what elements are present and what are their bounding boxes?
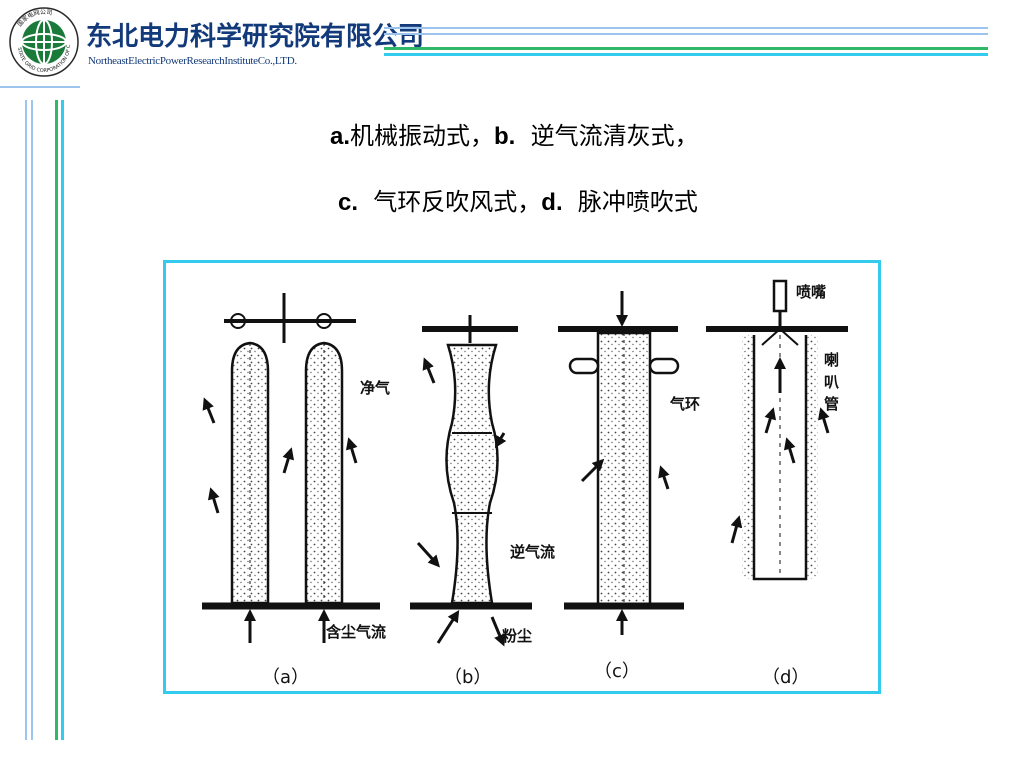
filter-bag (304, 341, 344, 605)
caption-line-2: c. 气环反吹风式，d. 脉冲喷吹式 (338, 182, 698, 217)
diagram-d-pulse-jet: 喷嘴 喇 叭 管 （d） (706, 279, 848, 688)
sub-label-d: （d） (762, 667, 809, 688)
company-logo: 国家电网公司 STATE GRID CORPORATION OF CHINA (6, 2, 80, 78)
venturi-horn (761, 327, 799, 346)
nozzle (772, 279, 788, 313)
diagram-c-air-ring: 气环 （c） (558, 291, 700, 682)
caption-a-label: a. (330, 123, 351, 150)
diagram-b-reverse-air: 逆气流 粉尘 （b） (410, 315, 555, 688)
caption-a-text: 机械振动式， (350, 122, 495, 150)
label-gas-ring: 气环 (669, 395, 700, 413)
filter-bag (230, 341, 270, 605)
filter-bag-cleaning-diagram: 净气 含尘气流 （a） 逆气流 粉尘 （b） (202, 279, 848, 688)
label-clean-gas: 净气 (360, 379, 390, 397)
caption-c-label: c. (338, 189, 359, 216)
caption-b-label: b. (494, 123, 516, 150)
diagram-a-mechanical-shaking: 净气 含尘气流 （a） (202, 293, 390, 688)
label-nozzle: 喷嘴 (796, 283, 826, 301)
caption-c-text: 气环反吹风式， (373, 188, 542, 216)
caption-d-text: 脉冲喷吹式 (577, 188, 698, 216)
gas-ring (648, 357, 680, 375)
label-horn-2: 叭 (824, 373, 839, 391)
caption-b-text: 逆气流清灰式， (530, 122, 699, 150)
label-dusty-gas: 含尘气流 (326, 623, 386, 641)
sub-label-c: （c） (594, 661, 640, 682)
filter-bag-collapsed (445, 343, 499, 605)
company-name-cn: 东北电力科学研究院有限公司 (86, 22, 425, 52)
gas-ring (568, 357, 600, 375)
label-dust: 粉尘 (502, 627, 532, 645)
globe-logo-icon: 国家电网公司 STATE GRID CORPORATION OF CHINA (6, 2, 79, 77)
sub-label-a: （a） (262, 667, 309, 688)
figure-frame: 净气 含尘气流 （a） 逆气流 粉尘 （b） (163, 260, 881, 694)
label-reverse-flow: 逆气流 (510, 543, 555, 561)
company-name-en: NortheastElectricPowerResearchInstituteC… (88, 55, 297, 67)
caption-d-label: d. (541, 189, 563, 216)
label-horn-3: 管 (824, 395, 839, 413)
caption-line-1: a.机械振动式，b. 逆气流清灰式， (330, 116, 699, 151)
sub-label-b: （b） (444, 667, 491, 688)
label-horn-1: 喇 (824, 351, 839, 369)
